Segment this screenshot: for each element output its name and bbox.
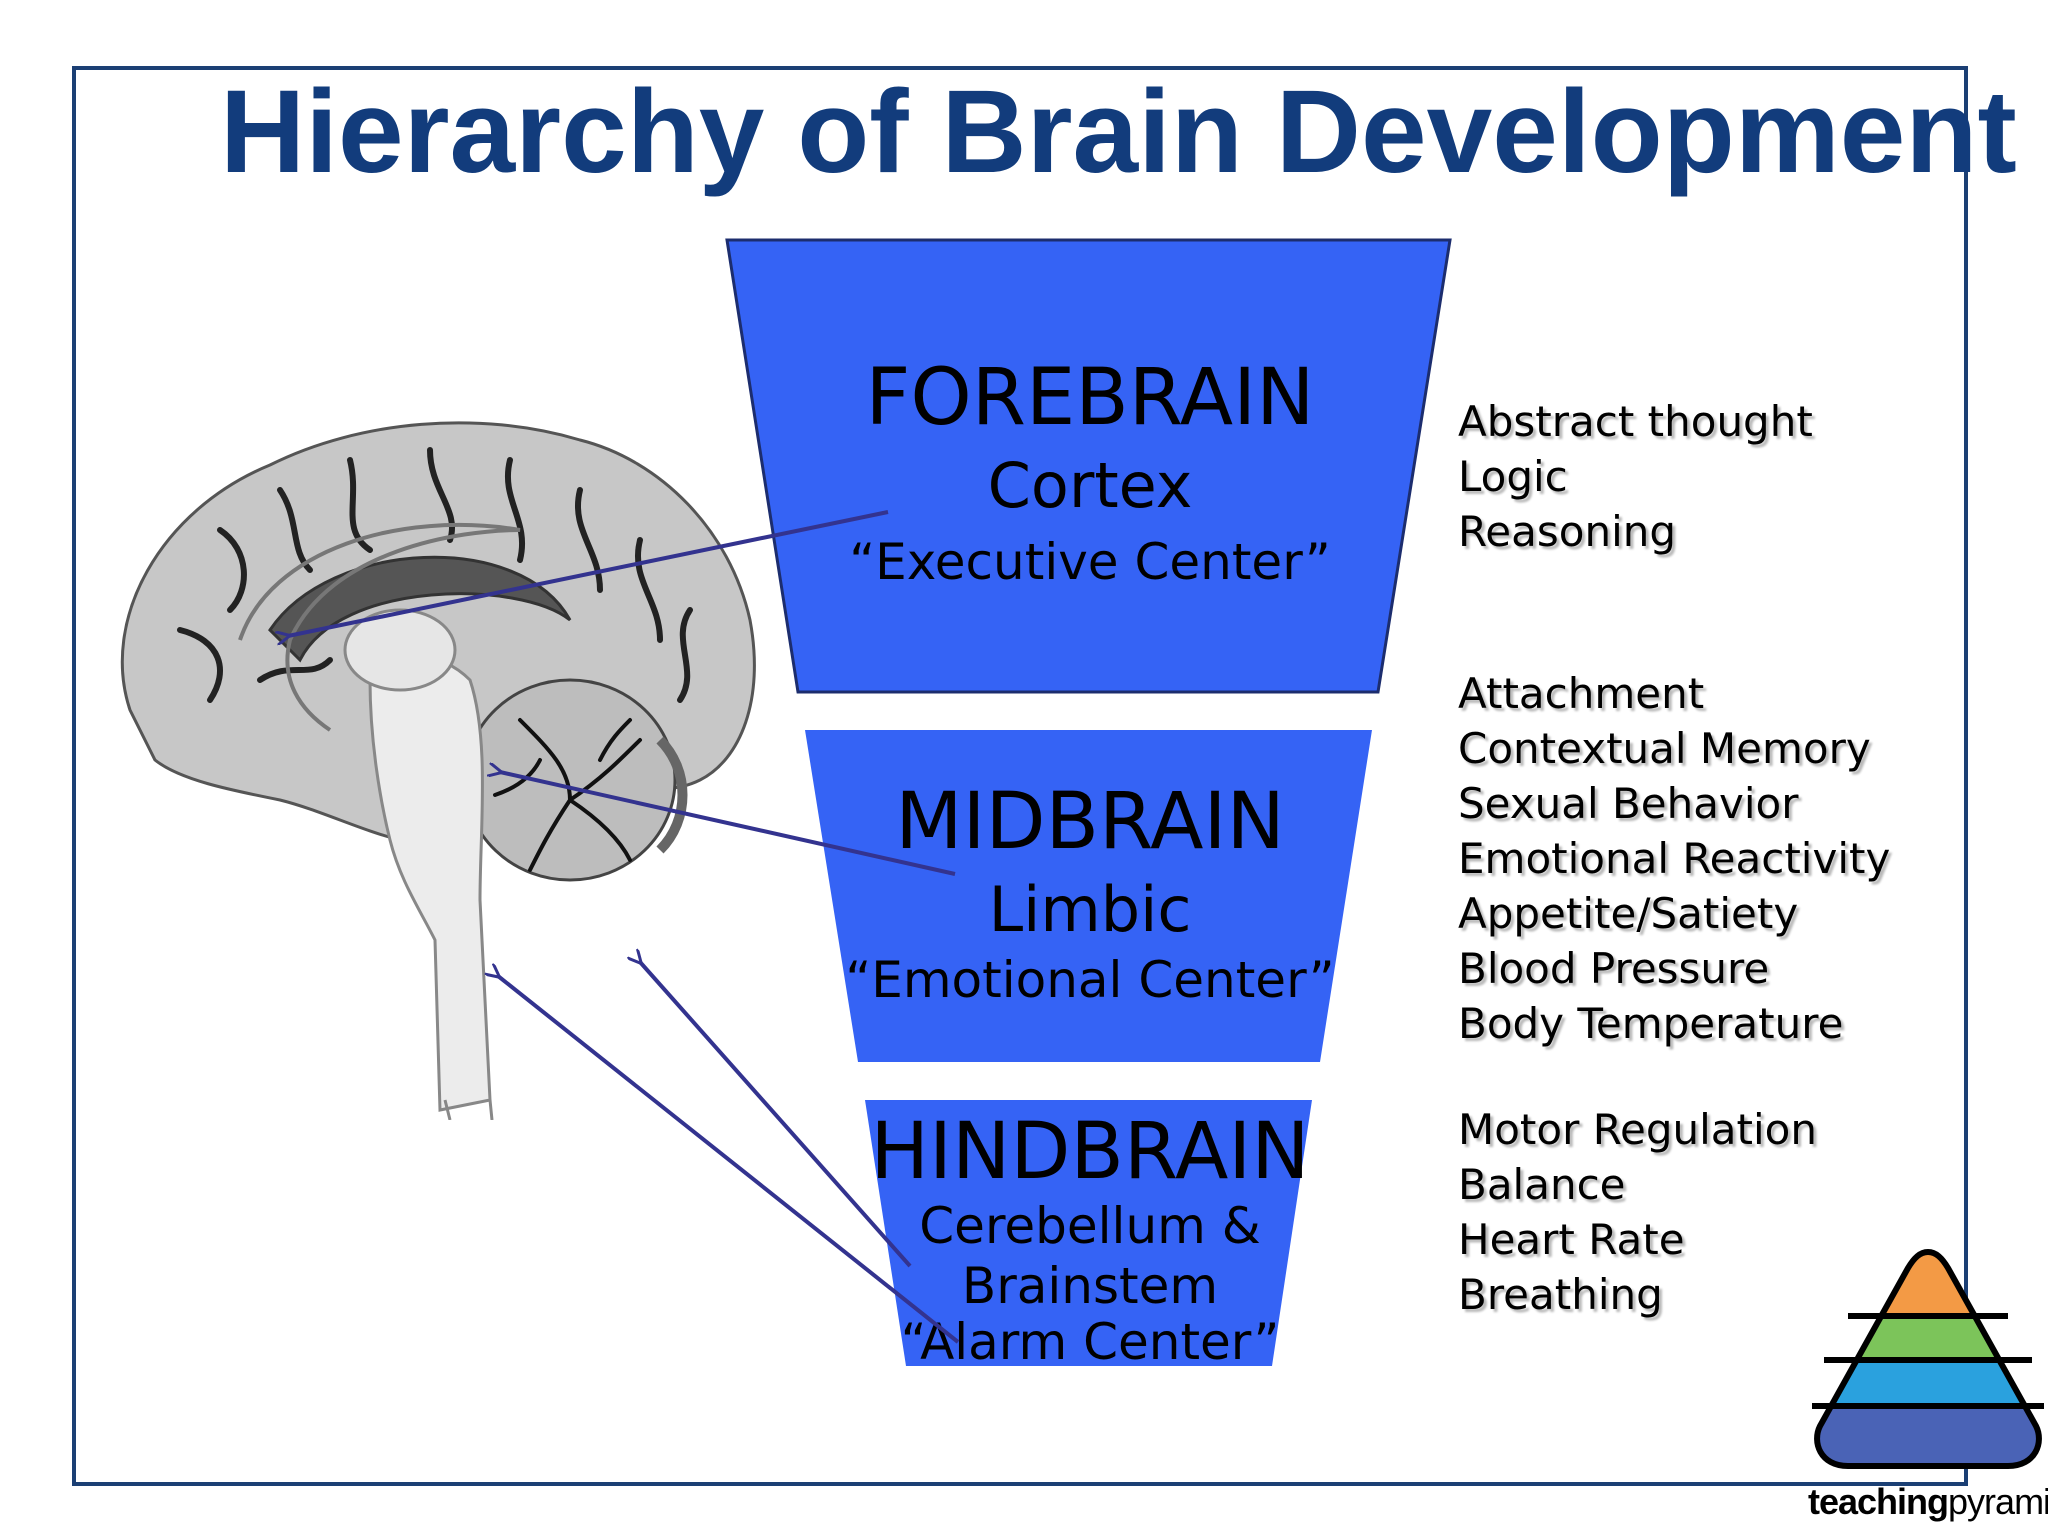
slide-title: Hierarchy of Brain Development xyxy=(220,66,2017,198)
forebrain-arrow xyxy=(288,510,889,636)
function-item: Abstract thought xyxy=(1458,397,1813,446)
hindbrain-role: “Alarm Center” xyxy=(900,1313,1280,1371)
function-item: Breathing xyxy=(1458,1270,1663,1319)
logo-text-light: pyramid xyxy=(1948,1481,2048,1522)
midbrain-arrow xyxy=(500,772,956,876)
function-item: Blood Pressure xyxy=(1458,944,1770,993)
hindbrain-arrow-2 xyxy=(498,976,960,1344)
hindbrain-band xyxy=(865,1100,1312,1366)
midbrain-band xyxy=(805,730,1372,1062)
teaching-pyramid-logo-icon xyxy=(1812,1248,2044,1469)
forebrain-role: “Executive Center” xyxy=(849,533,1331,591)
midbrain-subtitle: Limbic xyxy=(988,873,1192,946)
forebrain-band xyxy=(725,238,1452,694)
thalamus-shape xyxy=(343,608,457,692)
function-item: Attachment xyxy=(1458,669,1705,718)
function-item: Heart Rate xyxy=(1458,1215,1685,1264)
function-item: Sexual Behavior xyxy=(1458,779,1799,828)
midbrain-title: MIDBRAIN xyxy=(895,777,1285,867)
forebrain-title: FOREBRAIN xyxy=(865,353,1315,443)
forebrain-functions: Abstract thought Logic Reasoning xyxy=(1458,394,1813,559)
teaching-pyramid-wordmark: teachingpyramid xyxy=(1808,1480,2048,1524)
hindbrain-arrow-1 xyxy=(640,962,912,1268)
function-item: Reasoning xyxy=(1458,507,1677,556)
function-item: Logic xyxy=(1458,452,1568,501)
inner-cortex-fold xyxy=(238,522,521,732)
function-item: Balance xyxy=(1458,1160,1626,1209)
midbrain-functions: Attachment Contextual Memory Sexual Beha… xyxy=(1458,666,1890,1051)
spinal-cord xyxy=(443,1099,494,1120)
hindbrain-subtitle-2: Brainstem xyxy=(961,1257,1219,1315)
slide-frame xyxy=(72,66,1968,1486)
forebrain-subtitle: Cortex xyxy=(987,449,1193,522)
function-item: Emotional Reactivity xyxy=(1458,834,1891,883)
function-item: Motor Regulation xyxy=(1458,1105,1817,1154)
logo-text-strong: teaching xyxy=(1808,1481,1949,1522)
midbrain-role: “Emotional Center” xyxy=(845,951,1335,1009)
cerebellum-shape xyxy=(463,678,688,882)
hindbrain-subtitle: Cerebellum & xyxy=(919,1197,1261,1255)
function-item: Appetite/Satiety xyxy=(1458,889,1799,938)
function-item: Contextual Memory xyxy=(1458,724,1871,773)
hindbrain-title: HINDBRAIN xyxy=(870,1107,1310,1197)
brain-sagittal-illustration xyxy=(120,421,756,1120)
hindbrain-functions: Motor Regulation Balance Heart Rate Brea… xyxy=(1458,1102,1817,1322)
function-item: Body Temperature xyxy=(1458,999,1844,1048)
